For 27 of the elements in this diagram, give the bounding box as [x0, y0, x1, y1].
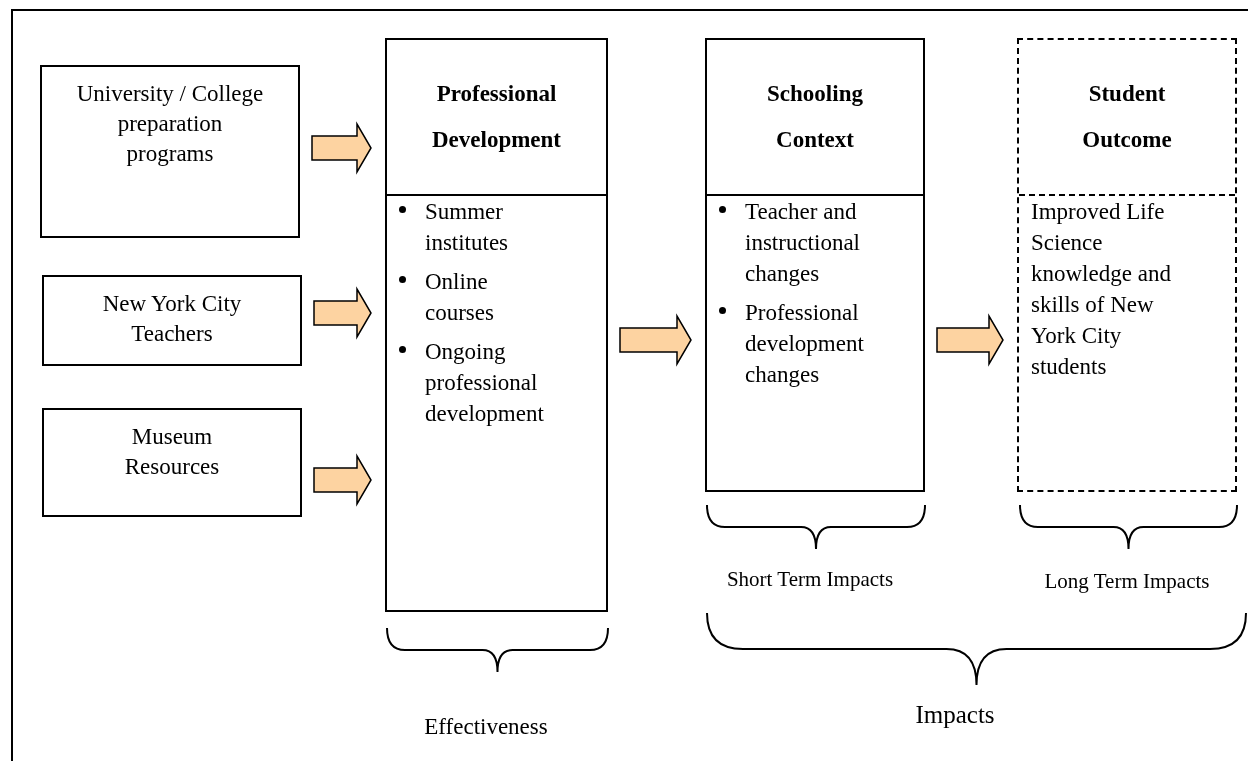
brace-label: Short Term Impacts	[725, 566, 895, 593]
block-arrow	[311, 121, 372, 175]
box-text: University / College preparation programs	[75, 80, 265, 168]
block-arrow	[313, 453, 372, 507]
input-box	[42, 408, 302, 517]
bullet-text: Ongoing professional development	[425, 338, 545, 428]
box-text: New York City Teachers	[101, 290, 243, 348]
outcome-text: Improved Life Science knowledge and skills of New York City students	[1031, 198, 1172, 381]
brace-label: Effectiveness	[423, 713, 549, 741]
box-text: Museum Resources	[123, 423, 221, 481]
block-arrow	[313, 286, 372, 340]
column-box	[385, 38, 608, 612]
block-arrow	[619, 313, 692, 367]
input-box	[42, 275, 302, 366]
bullet-text: Professional development changes	[745, 299, 865, 389]
column-heading: Schooling Context	[766, 80, 864, 154]
column-box	[705, 38, 925, 492]
bullet-text: Teacher and instructional changes	[745, 198, 861, 288]
column-heading: Professional Development	[431, 80, 562, 154]
column-heading: Student Outcome	[1081, 80, 1173, 154]
column-box	[1017, 38, 1237, 492]
brace-label: Impacts	[914, 700, 996, 730]
input-box	[40, 65, 300, 238]
bullet-text: Online courses	[425, 268, 495, 327]
bullet-text: Summer institutes	[425, 198, 510, 257]
brace-label: Long Term Impacts	[1043, 568, 1211, 595]
block-arrow	[936, 313, 1004, 367]
